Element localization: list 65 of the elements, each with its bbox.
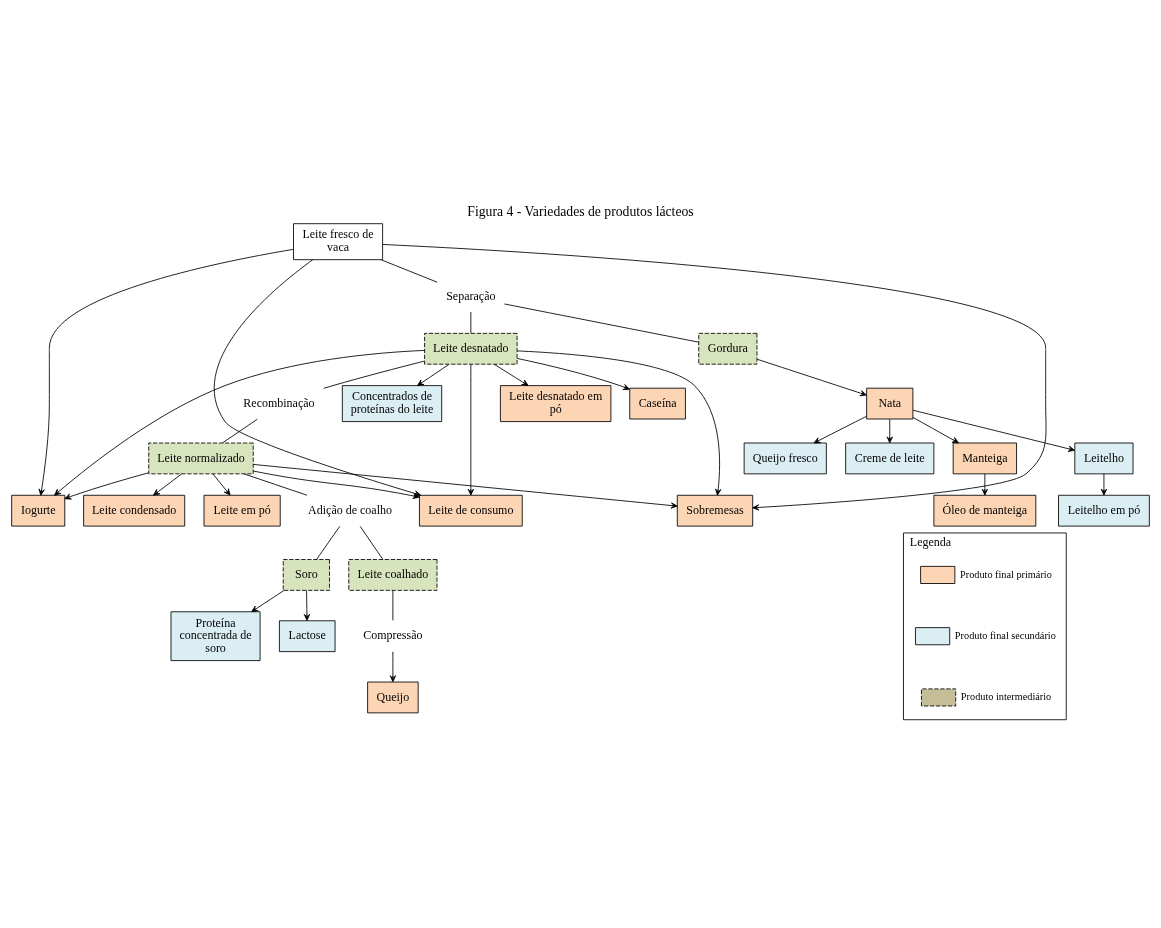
connector (323, 360, 425, 389)
node-box: Leite de consumo (419, 494, 523, 527)
node-box: Lactose (278, 620, 336, 653)
node-box: Caseína (629, 387, 686, 420)
arrow (756, 358, 867, 397)
arrow (1100, 473, 1108, 496)
arrow (516, 350, 722, 496)
node-box: Queijo (367, 681, 419, 714)
connector (316, 525, 341, 560)
node-box: Leite desnatado (424, 332, 518, 365)
arrow (253, 470, 420, 499)
node-box: Manteiga (952, 442, 1017, 475)
arrow (252, 464, 678, 509)
node-box: Leitelho em pó (1058, 494, 1150, 527)
node-box: Leite desnatado em pó (499, 385, 612, 422)
node-text: Separação (446, 288, 496, 303)
arrow (813, 415, 867, 444)
node-box: Gordura (698, 332, 758, 365)
connector (380, 259, 438, 283)
node-box: Creme de leite (845, 442, 935, 475)
node-text: Recombinação (243, 395, 315, 410)
arrow (389, 651, 396, 683)
connector (359, 525, 384, 560)
legend-label: Produto intermediário (960, 691, 1052, 703)
arrow (493, 363, 529, 386)
arrow (251, 589, 285, 613)
arrow (912, 409, 1075, 452)
arrow (981, 473, 988, 496)
node-box: Leite condensado (83, 494, 186, 527)
node-text: Compressão (363, 628, 423, 643)
arrow (212, 473, 231, 496)
arrow (467, 364, 474, 496)
arrow (153, 473, 183, 496)
connector (504, 303, 700, 343)
arrow (38, 248, 294, 496)
node-box: Soro (282, 559, 330, 591)
connector (222, 418, 258, 444)
node-box: Leite coalhado (348, 559, 438, 591)
legend-label: Produto final primário (960, 568, 1052, 580)
legend-label: Produto final secundário (954, 629, 1056, 641)
arrow (516, 358, 630, 390)
node-box: Concentrados de proteínas do leite (341, 385, 443, 422)
diagram-title: Figura 4 - Variedades de produtos lácteos (467, 203, 694, 219)
node-box: Leite normalizado (148, 442, 254, 475)
node-box: Nata (866, 387, 914, 420)
connector (470, 311, 472, 334)
arrow (886, 418, 893, 444)
connector (392, 590, 394, 621)
node-box: Leite em pó (203, 494, 281, 527)
connector (243, 473, 308, 496)
arrow (54, 349, 425, 496)
node-box: Leite fresco de vaca (293, 223, 384, 261)
node-box: Leitelho (1074, 442, 1134, 475)
arrow (213, 259, 422, 497)
arrow (912, 417, 959, 444)
node-text: Adição de coalho (308, 502, 392, 517)
node-box: Proteína concentrada de soro (170, 611, 261, 662)
arrow (303, 590, 311, 621)
arrow (382, 244, 1047, 511)
node-box: Iogurte (11, 494, 66, 527)
node-box: Óleo de manteiga (933, 494, 1037, 527)
arrow (64, 472, 149, 500)
node-box: Queijo fresco (743, 442, 827, 475)
node-box: Sobremesas (676, 494, 754, 527)
arrow (417, 364, 450, 386)
